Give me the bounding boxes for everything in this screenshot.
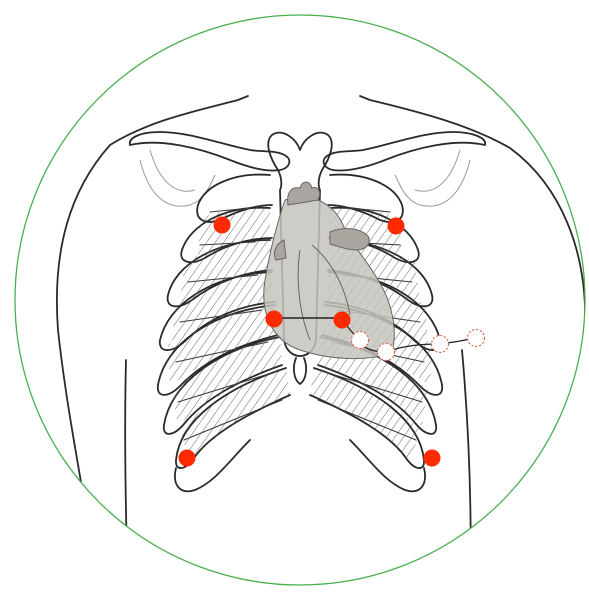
- electrode-lower-left[interactable]: [424, 450, 441, 467]
- electrode-upper-right[interactable]: [214, 217, 231, 234]
- electrode-mid-right[interactable]: [266, 311, 283, 328]
- electrode-precordial-2[interactable]: [378, 344, 395, 361]
- left-clavicle: [324, 132, 486, 171]
- electrode-lower-right[interactable]: [179, 450, 196, 467]
- electrode-upper-left[interactable]: [388, 218, 405, 235]
- electrode-precordial-4[interactable]: [468, 330, 485, 347]
- electrode-precordial-1[interactable]: [352, 332, 369, 349]
- electrode-mid-left[interactable]: [334, 312, 351, 329]
- electrode-precordial-3[interactable]: [432, 336, 449, 353]
- right-clavicle: [130, 132, 290, 171]
